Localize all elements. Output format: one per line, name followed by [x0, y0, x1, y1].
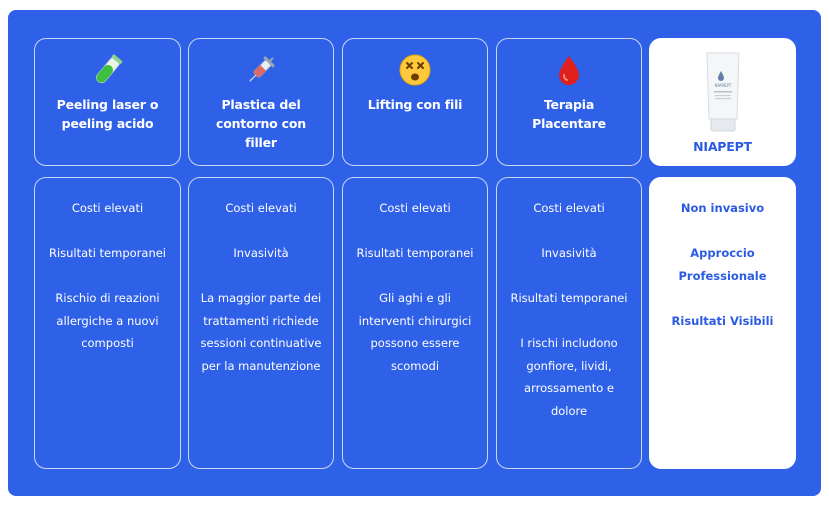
syringe-icon [249, 56, 275, 82]
list-item: Approccio Professionale [678, 246, 767, 283]
treatment-details-filler: Costi elevati Invasività La maggior part… [188, 177, 334, 469]
treatment-details-placenta: Costi elevati Invasività Risultati tempo… [496, 177, 642, 469]
blood-drop-icon [559, 56, 579, 85]
list-item: Invasività [541, 246, 597, 260]
list-item: Gli aghi e gli interventi chirurgici pos… [358, 291, 472, 373]
product-details-niapept: Non invasivo Approccio Professionale Ris… [649, 177, 796, 469]
list-item: Risultati Visibili [671, 313, 774, 328]
list-item: Costi elevati [533, 201, 605, 215]
list-item: Costi elevati [379, 201, 451, 215]
treatment-title: Peeling laser o peeling acido [56, 97, 159, 131]
treatment-header-threads: Lifting con fili [342, 38, 488, 166]
treatment-title: Lifting con fili [367, 97, 463, 112]
list-item: La maggior parte dei trattamenti richied… [200, 291, 322, 373]
treatment-title: Plastica del contorno con filler [216, 97, 306, 150]
test-tube-icon [95, 54, 122, 84]
treatment-details-threads: Costi elevati Risultati temporanei Gli a… [342, 177, 488, 469]
list-item: Risultati temporanei [48, 246, 167, 260]
treatment-header-placenta: Terapia Placentare [496, 38, 642, 166]
list-item: Costi elevati [71, 201, 144, 215]
list-item: Risultati temporanei [510, 291, 628, 305]
product-tube-icon: NIAPEPT [705, 52, 740, 132]
comparison-panel: Peeling laser o peeling acido Plastica d… [8, 10, 821, 496]
treatment-title: Terapia Placentare [532, 97, 606, 131]
list-item: Risultati temporanei [356, 246, 474, 260]
list-item: Rischio di reazioni allergiche a nuovi c… [55, 291, 160, 350]
list-item: Invasività [233, 246, 289, 260]
dizzy-face-icon [399, 54, 431, 86]
list-item: I rischi includono gonfiore, lividi, arr… [520, 336, 618, 418]
product-label: NIAPEPT [714, 83, 731, 88]
list-item: Non invasivo [680, 201, 765, 215]
treatment-details-peeling: Costi elevati Risultati temporanei Risch… [34, 177, 181, 469]
product-title: NIAPEPT [693, 139, 752, 154]
product-header-niapept: NIAPEPT NIAPEPT [649, 38, 796, 166]
list-item: Costi elevati [225, 201, 297, 215]
treatment-header-peeling: Peeling laser o peeling acido [34, 38, 181, 166]
treatment-header-filler: Plastica del contorno con filler [188, 38, 334, 166]
